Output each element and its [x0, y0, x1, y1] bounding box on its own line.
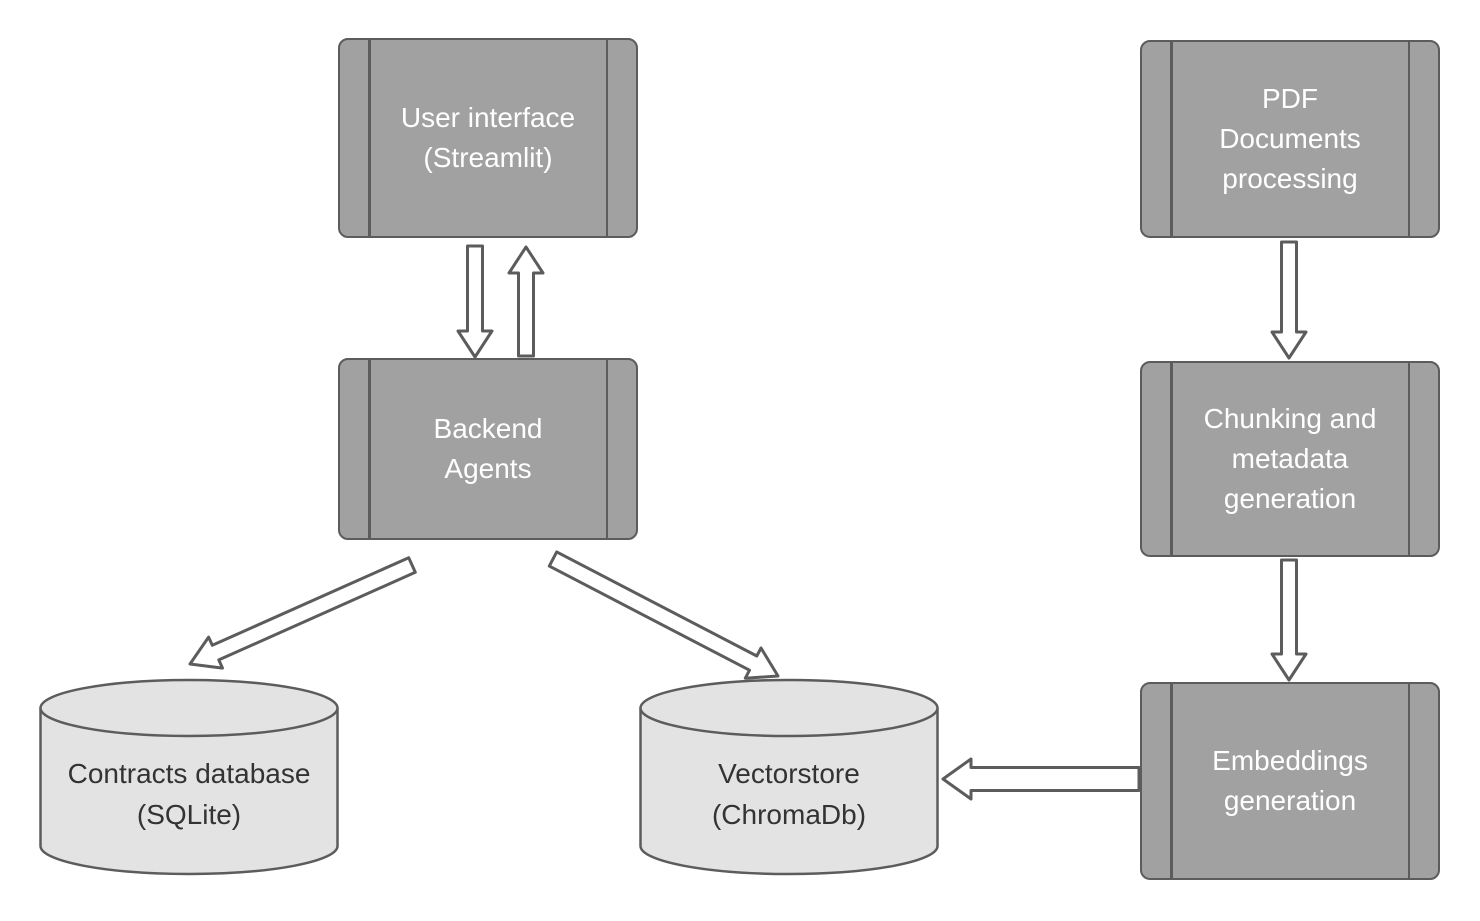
- node-label-user-interface: User interface (Streamlit): [400, 102, 576, 173]
- process-node-embeddings-generation: Embeddings generation: [1140, 682, 1440, 880]
- process-stripe-left: [1170, 42, 1173, 236]
- process-node-pdf-documents-processing: PDF Documents processing: [1140, 40, 1440, 238]
- process-stripe-right: [1407, 684, 1410, 878]
- cylinder-shape: [639, 678, 939, 876]
- node-label-pdf-documents-processing: PDF Documents processing: [1219, 83, 1361, 194]
- process-stripe-right: [605, 360, 608, 538]
- arrow-pdf-to-chunking: [1270, 240, 1308, 360]
- node-label-embeddings-generation: Embeddings generation: [1212, 745, 1368, 816]
- process-stripe-left: [368, 360, 371, 538]
- arrow-embeddings-to-vectorstore: [941, 757, 1141, 801]
- arrow-chunking-to-embeddings: [1270, 558, 1308, 682]
- process-stripe-right: [1407, 363, 1410, 555]
- arrow-backend-to-contracts: [188, 556, 417, 670]
- process-stripe-right: [1407, 42, 1410, 236]
- process-node-user-interface: User interface (Streamlit): [338, 38, 638, 238]
- process-node-backend-agents: Backend Agents: [338, 358, 638, 540]
- node-label-vectorstore: Vectorstore (ChromaDb): [711, 758, 867, 830]
- process-stripe-left: [1170, 684, 1173, 878]
- node-label-contracts-database: Contracts database (SQLite): [67, 758, 311, 830]
- database-node-contracts-database: Contracts database (SQLite): [39, 678, 339, 876]
- database-node-vectorstore: Vectorstore (ChromaDb): [639, 678, 939, 876]
- node-label-backend-agents: Backend Agents: [433, 413, 543, 484]
- process-stripe-left: [368, 40, 371, 236]
- cylinder-shape: [39, 678, 339, 876]
- node-label-chunking-metadata-generation: Chunking and metadata generation: [1203, 403, 1377, 514]
- process-stripe-right: [605, 40, 608, 236]
- arrow-backend-to-ui: [507, 245, 545, 358]
- process-stripe-left: [1170, 363, 1173, 555]
- process-node-chunking-metadata-generation: Chunking and metadata generation: [1140, 361, 1440, 557]
- arrow-ui-to-backend: [456, 244, 494, 359]
- arrow-backend-to-vectorstore: [547, 550, 780, 680]
